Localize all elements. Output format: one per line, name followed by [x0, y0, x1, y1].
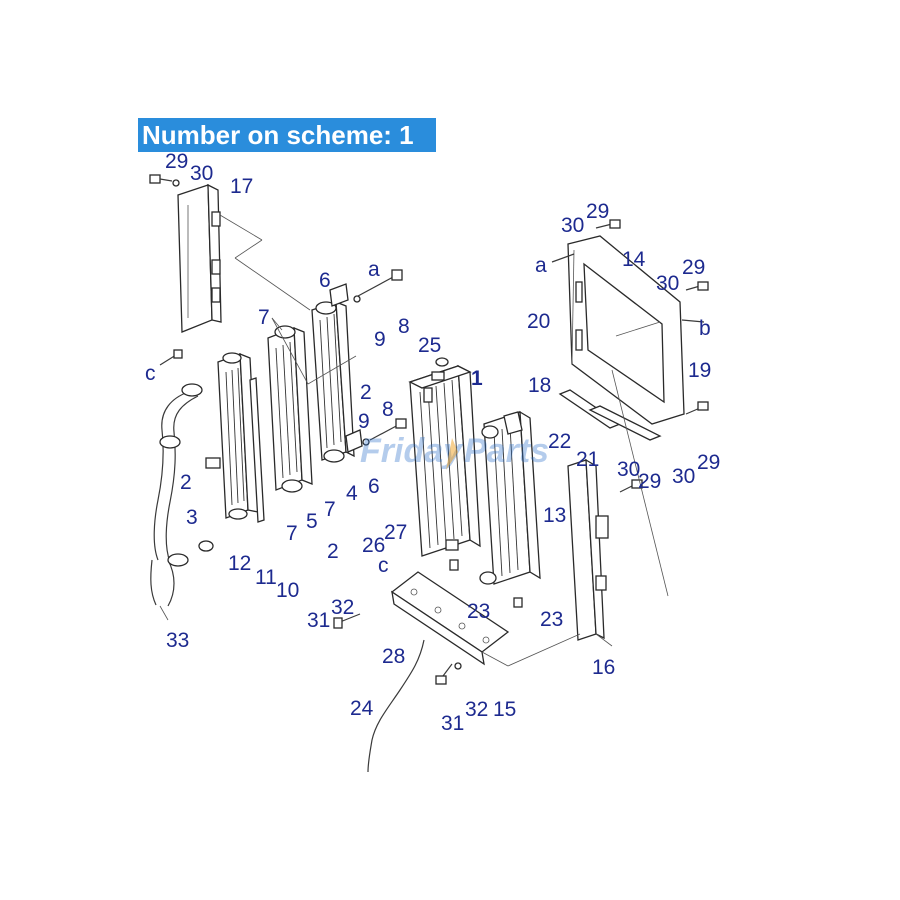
callout-label: c [378, 554, 389, 577]
scheme-number-banner: Number on scheme: 1 [138, 118, 436, 152]
svg-text:Parts: Parts [464, 432, 549, 470]
callout-label: 7 [258, 306, 270, 329]
callout-label: 20 [527, 310, 550, 333]
callout-label: 7 [324, 498, 336, 521]
callout-label: 30 [561, 214, 584, 237]
callout-label: 16 [592, 656, 615, 679]
callout-label: 2 [180, 471, 192, 494]
hose-33 [150, 383, 214, 621]
callout-label: 29 [165, 150, 188, 173]
drain-hose-24 [367, 639, 425, 773]
callout-label: 29 [638, 470, 661, 493]
callout-label: 15 [493, 698, 516, 721]
callout-label: 2 [360, 381, 372, 404]
callout-label: 19 [688, 359, 711, 382]
callout-label: 9 [374, 328, 386, 351]
callout-label: 29 [586, 200, 609, 223]
aftercooler-13 [479, 410, 541, 585]
callout-label: 17 [230, 175, 253, 198]
callout-label: c [145, 362, 156, 385]
svg-text:Friday: Friday [360, 432, 464, 470]
callout-label: 8 [382, 398, 394, 421]
callout-label: a [368, 258, 380, 281]
bottom-bracket-15 [333, 571, 510, 685]
cooler-4 [311, 301, 355, 463]
callout-label: 31 [441, 712, 464, 735]
side-bracket-16 [567, 369, 669, 647]
callout-label: a [535, 254, 547, 277]
bracket-6-top [329, 269, 403, 307]
grommet-23-a [449, 559, 459, 571]
callout-label: 10 [276, 579, 299, 602]
callout-label: 14 [622, 248, 646, 271]
callout-label: 1 [471, 367, 483, 390]
callout-label: 4 [346, 482, 358, 505]
callout-label: 7 [286, 522, 298, 545]
callout-label: 6 [319, 269, 331, 292]
callout-label: 2 [327, 540, 339, 563]
callout-label: 3 [186, 506, 198, 529]
callout-label: 23 [467, 600, 490, 623]
cooler-3 [205, 352, 259, 520]
callout-label: 11 [255, 566, 277, 589]
shroud-19 [567, 235, 685, 425]
callout-label: 32 [465, 698, 488, 721]
callout-label: 33 [166, 629, 189, 652]
bolt-29-top-left [149, 174, 180, 187]
callout-label: 31 [307, 609, 330, 632]
callout-label: 28 [382, 645, 405, 668]
side-bracket-17 [177, 183, 311, 333]
seal-18 [558, 389, 622, 429]
callout-label: 29 [697, 451, 720, 474]
callout-label: 30 [617, 458, 640, 481]
callout-label: b [699, 317, 711, 340]
callout-label: 6 [368, 475, 380, 498]
callout-label: 29 [682, 256, 705, 279]
callout-label: 9 [358, 410, 370, 433]
callout-label: 5 [306, 510, 318, 533]
callout-label: 30 [656, 272, 679, 295]
radiator-1 [408, 357, 481, 557]
callout-label: 27 [384, 521, 407, 544]
callout-label: 25 [418, 334, 441, 357]
callout-label: 8 [398, 315, 410, 338]
callout-label: 12 [228, 552, 251, 575]
watermark-logo: Friday Parts [360, 432, 549, 470]
callout-label: 18 [528, 374, 551, 397]
bracket-6-lower [345, 418, 407, 453]
callout-label: 30 [190, 162, 213, 185]
callout-label: 13 [543, 504, 566, 527]
callout-label: 32 [331, 596, 354, 619]
strip-12 [249, 377, 265, 523]
callout-label: 22 [548, 430, 571, 453]
callout-label: 24 [350, 697, 374, 720]
callout-label: 26 [362, 534, 385, 557]
callout-label: 21 [576, 448, 599, 471]
callout-label: 30 [672, 465, 695, 488]
bolt-c-left [159, 349, 183, 366]
callout-label: 23 [540, 608, 563, 631]
callout-labels: 29 30 17 6 a 8 9 7 c 25 1 2 18 9 8 2 4 6… [145, 150, 720, 735]
grommet-23-b [513, 597, 523, 608]
